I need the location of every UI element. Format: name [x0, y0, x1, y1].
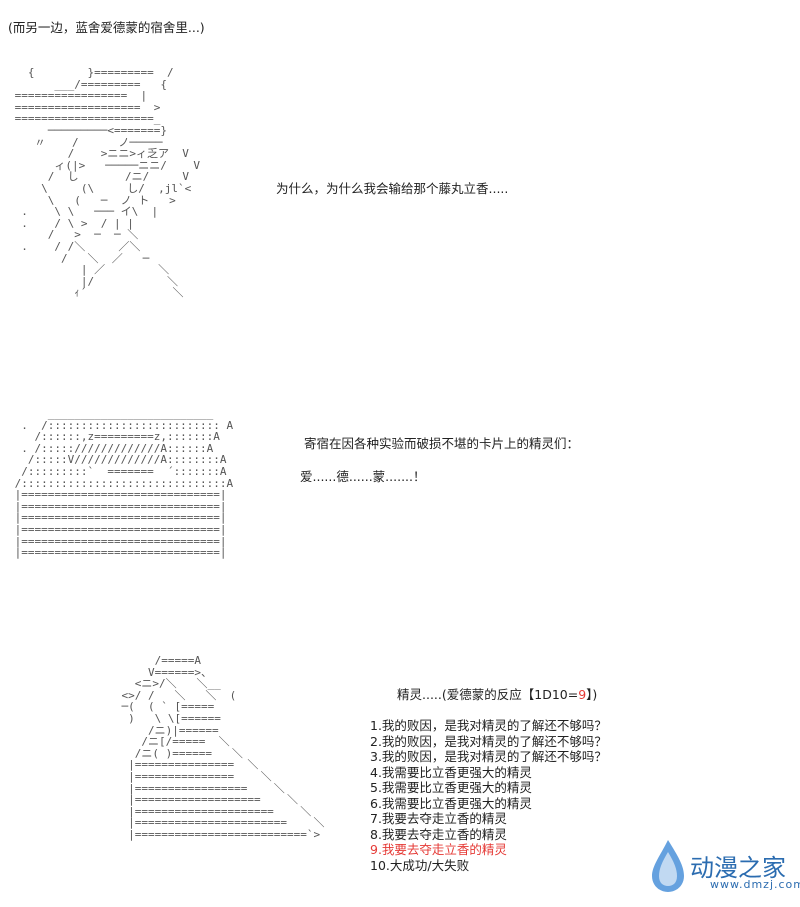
list-item: 3.我的败因，是我对精灵的了解还不够吗？	[370, 749, 607, 764]
dialogue-why: 为什么，为什么我会输给那个藤丸立香.....	[276, 181, 509, 196]
watermark-url: www.dmzj.com	[710, 878, 800, 891]
list-item-highlighted: 9.我要去夺走立香的精灵	[370, 842, 507, 857]
list-item: 7.我要去夺走立香的精灵	[370, 811, 507, 826]
dialogue-edmond: 爱......德......蒙.......！	[300, 469, 426, 484]
list-item: 4.我需要比立香更强大的精灵	[370, 764, 532, 780]
list-item: 5.我需要比立香更强大的精灵	[370, 780, 532, 795]
roll-value: 9	[578, 687, 587, 702]
ascii-art-card-box: _________________________ . /:::::::::::…	[14, 407, 234, 560]
watermark-title: 动漫之家	[690, 854, 786, 882]
roll-suffix: 】)	[586, 687, 598, 702]
ascii-art-edmond-profile: { }========= / ___/========= { =========…	[14, 66, 200, 300]
dice-roll-line: 精灵.....(爱德蒙的反应【1D10=9】)	[397, 687, 597, 702]
dialogue-spirits: 寄宿在因各种实验而破损不堪的卡片上的精灵们：	[304, 436, 580, 451]
dmzj-logo-icon	[652, 840, 684, 892]
roll-prefix: 精灵.....(爱德蒙的反应【1D10=	[397, 687, 579, 702]
list-item: 8.我要去夺走立香的精灵	[370, 826, 507, 842]
scene-caption: (而另一边，蓝舍爱德蒙的宿舍里...)	[8, 20, 205, 35]
list-item: 2.我的败因，是我对精灵的了解还不够吗？	[370, 733, 607, 749]
ascii-art-edmond-bowed: /=====A V======>、 <ニ>/＼ ＼__ <>/ / ＼ ＼ ( …	[121, 654, 325, 841]
list-item: 1.我的败因，是我对精灵的了解还不够吗？	[370, 718, 607, 733]
list-item: 6.我需要比立香更强大的精灵	[370, 795, 532, 811]
list-item: 10.大成功/大失败	[370, 857, 470, 873]
option-list: 1.我的败因，是我对精灵的了解还不够吗？ 2.我的败因，是我对精灵的了解还不够吗…	[370, 718, 607, 873]
